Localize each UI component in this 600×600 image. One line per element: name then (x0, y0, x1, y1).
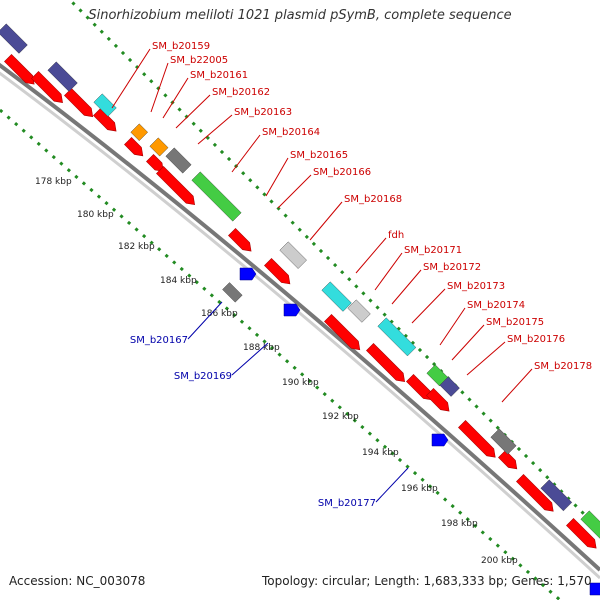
scale-tick-label: 188 kbp (243, 343, 280, 353)
scale-tick-label: 182 kbp (118, 242, 155, 252)
accession-text: Accession: NC_003078 (9, 574, 146, 588)
scale-tick-label: 196 kbp (401, 484, 438, 494)
outer-scale-line (67, 0, 600, 533)
forward-cds-arrow (31, 71, 63, 103)
cog-block (47, 61, 78, 92)
reverse-cds-arrow (431, 433, 449, 447)
scale-tick-label: 178 kbp (35, 177, 72, 187)
scale-tick-label: 186 kbp (201, 309, 238, 319)
forward-cds-arrow (324, 314, 361, 351)
reverse-cds-arrow (239, 267, 257, 281)
forward-cds-arrow (64, 88, 94, 118)
scale-tick-label: 184 kbp (160, 276, 197, 286)
cog-block (191, 171, 242, 222)
forward-label-leader (309, 201, 343, 241)
forward-gene-label: SM_b20176 (507, 334, 565, 345)
forward-label-leader (150, 62, 169, 113)
forward-label-leader (277, 174, 312, 209)
backbone-line-inner (0, 71, 600, 580)
forward-label-leader (111, 48, 151, 109)
reverse-cds-arrow (589, 582, 600, 596)
forward-gene-label: fdh (388, 230, 404, 241)
cog-block (149, 137, 169, 157)
forward-label-leader (162, 77, 189, 119)
forward-gene-label: SM_b20163 (234, 107, 292, 118)
cog-block (439, 376, 460, 397)
cog-block (490, 428, 517, 455)
scale-tick-label: 180 kbp (77, 210, 114, 220)
cog-block (580, 510, 600, 539)
forward-cds-arrow (516, 474, 554, 512)
forward-label-leader (391, 269, 422, 305)
reverse-gene-label: SM_b20177 (318, 498, 376, 509)
forward-label-leader (451, 324, 485, 361)
inner-scale-line (0, 108, 561, 600)
forward-gene-label: SM_b20173 (447, 281, 505, 292)
forward-gene-label: SM_b20165 (290, 150, 348, 161)
forward-cds-arrow (124, 137, 144, 157)
forward-label-leader (355, 237, 387, 274)
forward-gene-label: SM_b20161 (190, 70, 248, 81)
forward-gene-label: SM_b20172 (423, 262, 481, 273)
forward-gene-label: SM_b20174 (467, 300, 525, 311)
forward-gene-label: SM_b20164 (262, 127, 320, 138)
scale-tick-label: 198 kbp (441, 519, 478, 529)
scale-tick-label: 194 kbp (362, 448, 399, 458)
map-title: Sinorhizobium meliloti 1021 plasmid pSym… (88, 8, 512, 23)
forward-label-leader (501, 368, 533, 403)
reverse-label-leader (231, 342, 269, 376)
cog-block (347, 299, 371, 323)
cog-block (130, 123, 149, 142)
cog-block (321, 281, 352, 312)
forward-gene-label: SM_b20171 (404, 245, 462, 256)
forward-cds-arrow (93, 108, 117, 132)
forward-cds-arrow (4, 54, 35, 85)
reverse-label-leader (375, 467, 409, 503)
forward-cds-arrow (366, 343, 406, 383)
reverse-gene-label: SM_b20169 (174, 371, 232, 382)
sequence-summary-text: Topology: circular; Length: 1,683,333 bp… (262, 574, 592, 588)
forward-gene-label: SM_b20162 (212, 87, 270, 98)
forward-label-leader (411, 288, 446, 324)
forward-cds-arrow (228, 228, 252, 252)
forward-gene-label: SM_b22005 (170, 55, 228, 66)
cog-block-inner (222, 282, 243, 303)
forward-label-leader (197, 114, 233, 145)
cog-block (279, 241, 307, 269)
forward-cds-arrow (426, 388, 450, 412)
forward-label-leader (374, 252, 403, 291)
forward-label-leader (466, 341, 506, 376)
cog-block (540, 479, 573, 512)
forward-cds-arrow (498, 450, 518, 470)
cog-block (165, 147, 192, 174)
forward-gene-label: SM_b20159 (152, 41, 210, 52)
forward-gene-label: SM_b20168 (344, 194, 402, 205)
forward-cds-arrow (406, 374, 433, 401)
scale-tick-label: 200 kbp (481, 556, 518, 566)
forward-label-leader (265, 157, 289, 197)
forward-cds-arrow (566, 518, 597, 549)
backbone-line-outer (0, 62, 600, 572)
scale-tick-label: 192 kbp (322, 412, 359, 422)
forward-cds-arrow (264, 258, 291, 285)
forward-gene-label: SM_b20178 (534, 361, 592, 372)
forward-cds-arrow (156, 166, 196, 206)
forward-label-leader (231, 134, 261, 173)
reverse-gene-label: SM_b20167 (130, 335, 188, 346)
reverse-label-leader (187, 301, 223, 340)
reverse-cds-arrow (283, 303, 301, 317)
forward-label-leader (175, 94, 211, 129)
cog-block (0, 23, 28, 54)
forward-cds-arrow (458, 420, 496, 458)
cog-block (93, 93, 117, 117)
forward-gene-label: SM_b20175 (486, 317, 544, 328)
forward-gene-label: SM_b20166 (313, 167, 371, 178)
cog-block (426, 364, 449, 387)
scale-tick-label: 190 kbp (282, 378, 319, 388)
cog-block (377, 317, 417, 357)
forward-label-leader (439, 307, 466, 346)
